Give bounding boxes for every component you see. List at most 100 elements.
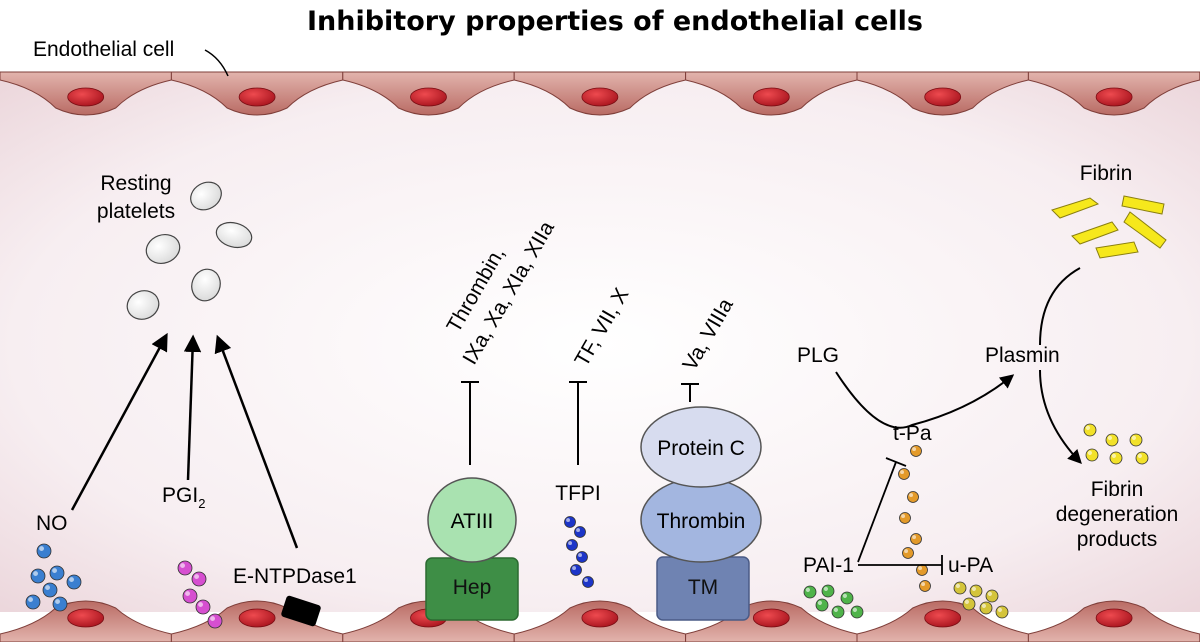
cell-nucleus	[1095, 87, 1133, 107]
tpa-molecule	[910, 533, 922, 545]
pgi2-molecule	[191, 571, 207, 587]
fibrin-strand	[1095, 241, 1139, 259]
tfpi-molecules	[564, 516, 594, 588]
upa-molecule-highlight	[955, 583, 961, 589]
pgi2-molecule-highlight	[198, 602, 203, 607]
pgi2-molecule-highlight	[210, 616, 215, 621]
tpa-molecule-highlight	[918, 566, 922, 570]
endothelial-cell-pointer	[204, 49, 229, 77]
cell-nucleus	[752, 608, 790, 628]
atiii-molecule	[427, 477, 517, 563]
pgi2-arrow	[183, 334, 202, 481]
cell-nucleus	[67, 608, 105, 628]
fdp-molecule-highlight	[1087, 450, 1092, 455]
pgi2-molecules	[177, 560, 223, 629]
fdp-molecule	[1135, 451, 1149, 465]
pgi2-molecule	[177, 560, 193, 576]
tfpi-molecule	[570, 564, 582, 576]
no-molecule	[30, 568, 46, 584]
fdp-molecule	[1105, 433, 1119, 447]
pai1-to-tpa-line	[857, 461, 897, 563]
pgi2-label-text: PGI	[162, 484, 198, 507]
no-molecule-highlight	[28, 597, 33, 602]
pai1-to-tpa-bar	[885, 457, 907, 467]
entpdase1-arrow	[214, 334, 299, 549]
cell-nucleus	[238, 87, 276, 107]
pgi2-molecule	[207, 613, 223, 629]
tpa-molecule	[910, 445, 922, 457]
tfpi-molecule	[576, 551, 588, 563]
resting-platelets-label: Resting	[100, 172, 171, 195]
tpa-molecule-highlight	[909, 493, 913, 498]
tfpi-molecule-highlight	[566, 518, 570, 522]
upa-molecules	[953, 581, 1009, 619]
fibrin-label: Fibrin	[1080, 162, 1133, 185]
fdp-molecule	[1129, 433, 1143, 447]
cell-nucleus	[581, 87, 619, 107]
tpa-molecule-highlight	[901, 514, 905, 518]
tpa-molecule	[902, 547, 914, 559]
platelet	[126, 290, 160, 320]
tfpi-molecule	[582, 576, 594, 588]
fdp-label: Fibrin	[1091, 478, 1144, 501]
tfpi-molecule	[566, 539, 578, 551]
tpa-molecule	[916, 564, 928, 576]
tm-label: TM	[688, 576, 718, 599]
tfpi-molecule-highlight	[572, 566, 576, 570]
fibrin-strand	[1071, 221, 1119, 245]
entpdase1-block	[281, 595, 321, 627]
tfpi-molecule	[574, 526, 586, 538]
tpa-molecule-highlight	[900, 470, 904, 475]
resting-platelets-label-line2: platelets	[97, 200, 175, 223]
protein-c-molecule	[640, 406, 762, 488]
tfpi-molecule-highlight	[578, 553, 582, 557]
upa-molecule	[979, 601, 993, 615]
protein-c-label: Protein C	[657, 437, 745, 460]
tfpi-molecule-highlight	[576, 528, 580, 532]
fdp-label-line2: degeneration	[1056, 503, 1179, 526]
fibrin-strand	[1121, 195, 1165, 215]
tpa-molecule	[919, 580, 931, 592]
fibrin-to-plasmin-line	[1039, 267, 1081, 346]
pai1-molecule-highlight	[817, 600, 823, 606]
tfpi-molecule-highlight	[584, 578, 588, 582]
thrombin-label: Thrombin	[657, 510, 746, 533]
bottom-endothelial-layer	[0, 600, 1200, 642]
resting-platelets	[126, 181, 253, 320]
pai1-molecule	[821, 584, 835, 598]
pai1-molecule-highlight	[833, 607, 839, 613]
platelet	[215, 221, 253, 249]
top-endothelial-layer	[0, 71, 1200, 116]
cell-nucleus	[67, 87, 105, 107]
pai1-molecule	[840, 591, 854, 605]
pgi2-label: PGI2	[162, 484, 205, 511]
no-molecule-highlight	[45, 585, 50, 590]
no-molecule-highlight	[33, 571, 38, 576]
no-arrow	[70, 332, 168, 511]
no-molecule	[42, 582, 58, 598]
tpa-molecule-highlight	[912, 535, 916, 539]
upa-molecule-highlight	[981, 603, 987, 609]
no-molecule-highlight	[55, 599, 60, 604]
tpa-molecule-highlight	[912, 447, 916, 452]
tfpi-molecule-highlight	[568, 541, 572, 545]
fdp-molecule-highlight	[1137, 453, 1142, 458]
plasmin-to-fdp-arrow	[1039, 369, 1082, 465]
diagram-title: Inhibitory properties of endothelial cel…	[307, 6, 923, 37]
fdp-molecule-highlight	[1111, 453, 1116, 458]
plasmin-label: Plasmin	[985, 344, 1060, 367]
pai1-molecule	[803, 585, 817, 599]
upa-molecule-highlight	[971, 586, 977, 592]
no-molecule-highlight	[39, 546, 44, 551]
entpdase1-label: E-NTPDase1	[233, 565, 357, 588]
pai1-molecule-highlight	[823, 586, 829, 592]
fibrin-strand	[1123, 211, 1167, 249]
cell-nucleus	[1095, 608, 1133, 628]
platelet	[145, 234, 181, 264]
fibrin-strand	[1051, 197, 1100, 219]
no-molecule	[49, 565, 65, 581]
tfpi-label: TFPI	[555, 482, 601, 505]
plg-to-plasmin-arrow	[835, 371, 1015, 429]
cell-nucleus	[410, 87, 447, 107]
